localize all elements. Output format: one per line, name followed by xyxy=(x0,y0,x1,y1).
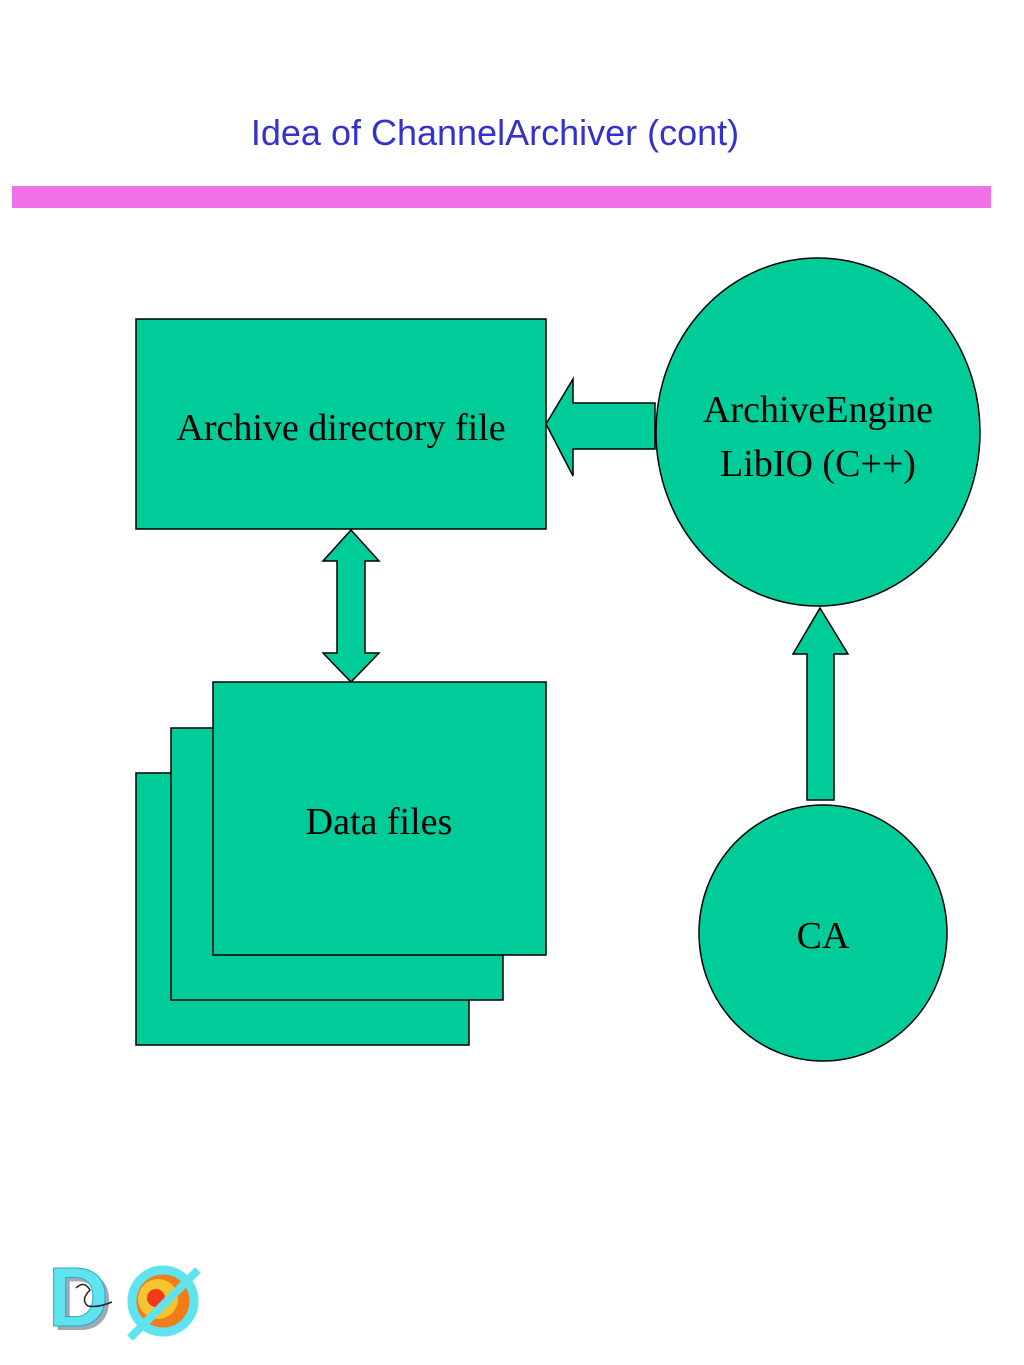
engine-label-line2: LibIO (C++) xyxy=(720,443,916,485)
archive-engine-node: ArchiveEngine LibIO (C++) xyxy=(655,257,981,607)
data-files-label: Data files xyxy=(306,801,453,843)
archive-directory-box: Archive directory file xyxy=(135,318,547,530)
slide-title: Idea of ChannelArchiver (cont) xyxy=(250,112,740,153)
title-underline-bar xyxy=(12,186,991,208)
ca-node: CA xyxy=(698,804,948,1062)
engine-to-directory-arrow xyxy=(545,376,656,477)
data-files-stack: Data files xyxy=(135,681,547,1046)
engine-label-line1: ArchiveEngine xyxy=(703,389,933,431)
directory-datafiles-double-arrow xyxy=(321,528,381,684)
ca-to-engine-arrow xyxy=(791,606,850,801)
d0-logo: D D xyxy=(48,1250,201,1348)
archive-directory-label: Archive directory file xyxy=(176,407,505,449)
svg-text:D: D xyxy=(48,1250,109,1344)
ca-label: CA xyxy=(797,915,850,957)
svg-text:D: D xyxy=(52,1254,113,1348)
